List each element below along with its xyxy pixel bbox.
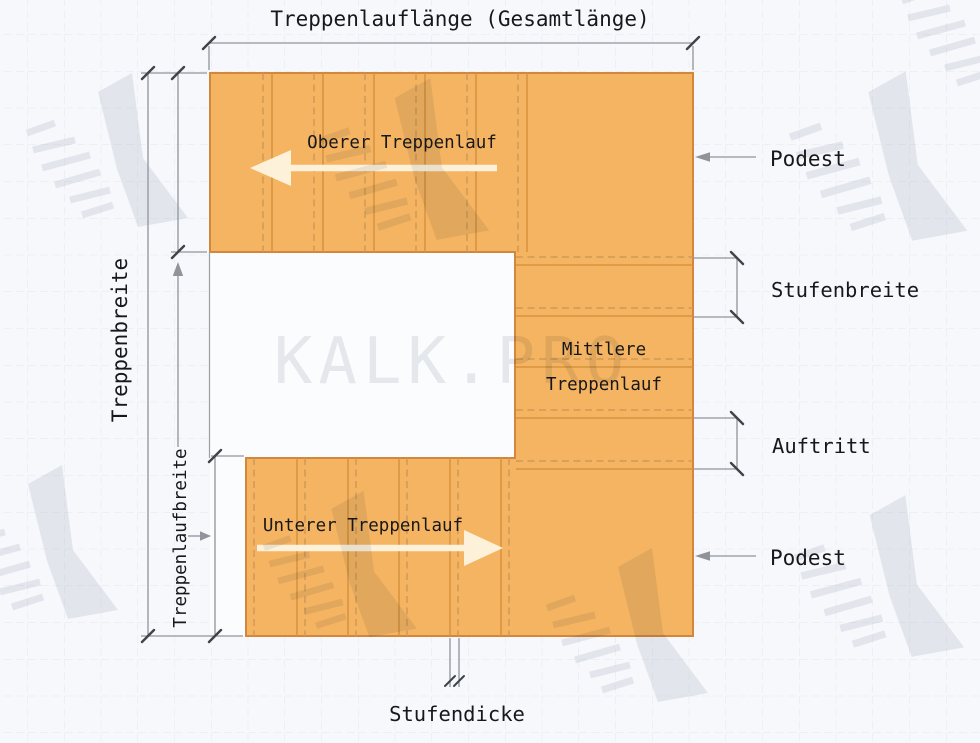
dimension-total-length: Treppenlauflänge (Gesamtlänge) [201, 7, 701, 70]
flight-width-pointer-up-head [172, 262, 184, 276]
dimension-flight-width-lower: Treppenlaufbreite [171, 448, 244, 644]
stair-outline [209, 72, 694, 637]
dimension-flight-width-upper-ticks [170, 65, 186, 260]
dimension-step-thickness: Stufendicke [389, 638, 525, 726]
upper-flight-direction-arrow-head [250, 150, 291, 186]
bracket-step-width: Stufenbreite [693, 250, 919, 325]
treppenbreite-label: Treppenbreite [108, 258, 132, 422]
auftritt-label: Auftritt [772, 434, 871, 458]
treppenlaufbreite-label: Treppenlaufbreite [171, 448, 191, 627]
dimension-flight-width-lower-ticks [207, 448, 223, 644]
stufendicke-label: Stufendicke [389, 702, 525, 726]
bracket-tread-lines [693, 417, 738, 470]
bracket-step-width-lines [693, 257, 738, 318]
stairwell-opening [210, 252, 515, 458]
middle-flight-step-lines [516, 264, 693, 470]
bracket-tread-ticks [729, 410, 745, 477]
stufenbreite-label: Stufenbreite [771, 278, 919, 302]
dimension-stair-width-ticks [140, 65, 156, 644]
watermark-text: KALK.PRO [274, 325, 630, 399]
dimension-stair-width: Treppenbreite [108, 65, 243, 644]
dimension-total-length-lines [208, 42, 694, 70]
dimension-step-thickness-ticks [444, 675, 465, 687]
leader-podest-bottom: Podest [695, 546, 846, 570]
middle-flight-label-line1: Mittlere [562, 340, 646, 360]
leader-podest-top-head [695, 152, 710, 162]
dimension-flight-width-upper [170, 65, 207, 447]
lower-flight-direction-arrow-head [464, 530, 503, 566]
dimension-total-length-ticks [201, 35, 701, 51]
leader-podest-top: Podest [695, 147, 846, 171]
middle-flight-label-line2: Treppenlauf [546, 375, 662, 395]
bracket-tread: Auftritt [693, 410, 871, 477]
dimension-stair-width-lines [141, 72, 243, 637]
podest-top-label: Podest [770, 147, 846, 171]
dimension-step-thickness-lines [449, 638, 460, 687]
upper-flight-label: Oberer Treppenlauf [307, 133, 497, 153]
podest-bottom-label: Podest [770, 546, 846, 570]
total-length-label: Treppenlauflänge (Gesamtlänge) [270, 7, 649, 31]
flight-width-pointer-right-head [200, 531, 211, 541]
stair-body: Oberer Treppenlauf Unterer Treppenlauf M… [208, 72, 694, 637]
leader-podest-bottom-head [695, 551, 710, 561]
bracket-step-width-ticks [729, 250, 745, 325]
stairwell-opening-lower-strip [210, 458, 246, 636]
